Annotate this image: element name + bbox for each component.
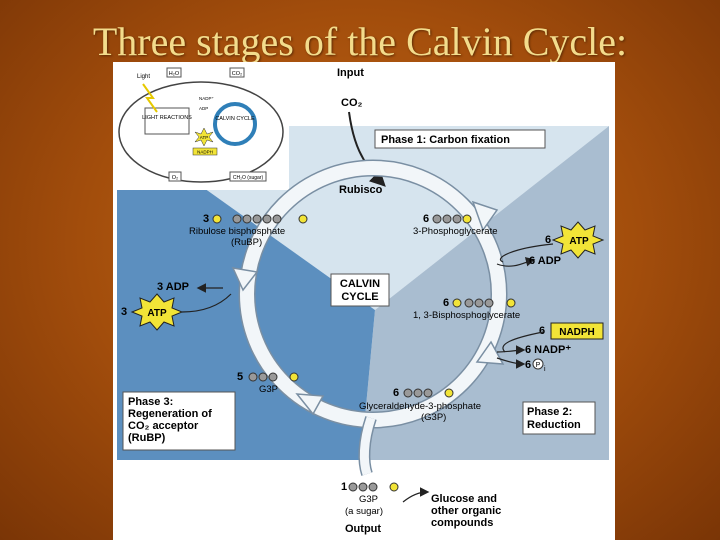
inset-atp: ATP <box>200 135 208 140</box>
phase2-label2: Reduction <box>527 419 581 431</box>
g3p6-abbr: (G3P) <box>421 412 446 423</box>
inset-light: Light <box>137 74 150 80</box>
rubp-molecule <box>212 214 308 224</box>
inset-nadph: NADPH <box>197 150 213 155</box>
diagram-panel: LIGHT REACTIONS CALVIN CYCLE Light H₂O C… <box>113 62 615 540</box>
inset-light-reactions: LIGHT REACTIONS <box>142 115 192 121</box>
phase3-label-box <box>122 391 236 451</box>
inset-sugar-box <box>229 171 267 182</box>
phase3-atp-star <box>130 293 184 331</box>
calvin-cycle-diagram: LIGHT REACTIONS CALVIN CYCLE Light H₂O C… <box>115 66 609 535</box>
co2-input-arrow <box>348 111 386 187</box>
nadph-count: 6 <box>539 325 545 337</box>
bpg-count: 6 <box>443 297 449 309</box>
cycle-arrowhead <box>471 200 499 232</box>
phase3-atp-count: 3 <box>121 306 127 318</box>
rubp-count: 3 <box>203 213 209 225</box>
nadp-out: 6 NADP⁺ <box>525 344 571 356</box>
inset-o2: O₂ <box>172 175 178 181</box>
phase1-adp-arrow <box>496 257 536 267</box>
pga-count: 6 <box>423 213 429 225</box>
inset-nadp: NADP⁺ <box>199 96 215 101</box>
phase1-adp: 6 ADP <box>529 255 561 267</box>
input-label: Input <box>337 67 364 79</box>
rubp-abbr: (RuBP) <box>231 237 262 248</box>
phase1-atp-star <box>551 221 605 259</box>
inset-sugar: CH₂O (sugar) <box>233 175 264 181</box>
nadph-box <box>550 322 604 340</box>
phase2-label-box <box>522 401 596 435</box>
center-label-box <box>330 273 390 307</box>
phase2-label1: Phase 2: <box>527 406 572 418</box>
center-label-line2: CYCLE <box>341 291 378 303</box>
inset-o2-box <box>168 171 182 182</box>
phase1-label: Phase 1: Carbon fixation <box>381 134 510 146</box>
glucose-line1: Glucose and <box>431 493 497 505</box>
pga-name: 3-Phosphoglycerate <box>413 226 498 237</box>
glucose-arrow <box>402 487 430 503</box>
inset-h2o-box <box>166 67 182 78</box>
inset-atp-star <box>194 127 214 147</box>
phase1-label-box <box>374 129 546 149</box>
inset-co2-box <box>229 67 245 78</box>
inset-chloroplast: LIGHT REACTIONS CALVIN CYCLE Light H₂O C… <box>115 66 289 190</box>
input-co2: CO₂ <box>341 97 363 109</box>
phase3-label3: CO₂ acceptor <box>128 420 199 432</box>
g3p5-molecule <box>248 372 299 382</box>
slide-title: Three stages of the Calvin Cycle: <box>92 19 628 64</box>
cycle-arrowhead <box>475 340 505 365</box>
light-reactions-box <box>144 107 190 135</box>
bpg-molecule <box>452 298 516 308</box>
g3p5-count: 5 <box>237 371 243 383</box>
output-arrow <box>359 416 376 476</box>
phase1-atp: ATP <box>569 236 589 247</box>
pi-count: 6 <box>525 359 531 371</box>
rubp-name: Ribulose bisphosphate <box>189 226 285 237</box>
nadph-label: NADPH <box>559 327 595 338</box>
output-count: 1 <box>341 481 347 493</box>
inset-adp: ADP <box>199 106 208 111</box>
bpg-name: 1, 3-Bisphosphoglycerate <box>413 310 520 321</box>
inset-co2: CO₂ <box>232 71 242 77</box>
pi-circle <box>532 358 544 370</box>
output-g3p-molecule <box>348 482 399 492</box>
phase3-label2: Regeneration of <box>128 408 212 420</box>
phase2-region <box>361 126 609 460</box>
pga-molecule <box>432 214 472 224</box>
glucose-line2: other organic <box>431 505 501 517</box>
phase3-adp: 3 ADP <box>157 281 189 293</box>
output-label: Output <box>345 523 381 535</box>
lightning-icon <box>142 83 158 113</box>
inset-nadph-box <box>192 147 218 156</box>
glucose-line3: compounds <box>431 517 493 529</box>
g3p6-name: Glyceraldehyde-3-phosphate <box>359 401 481 412</box>
pi-subscript: i <box>544 366 546 373</box>
phase3-label1: Phase 3: <box>128 396 173 408</box>
inset-calvin-label: CALVIN CYCLE <box>215 116 255 122</box>
cycle-arrowhead <box>295 393 325 416</box>
nadph-arrow <box>502 331 544 353</box>
phase3-atp-arrow <box>181 293 232 313</box>
cycle-arrowhead <box>231 267 259 292</box>
output-g3p: G3P <box>359 494 378 505</box>
output-sugar: (a sugar) <box>345 506 383 517</box>
cycle-arrowheads <box>231 200 505 416</box>
inset-calvin-ring <box>213 102 257 146</box>
pi-out-arrow <box>496 357 526 369</box>
phase3-atp: ATP <box>147 308 167 319</box>
inset-h2o: H₂O <box>169 71 180 77</box>
phase1-atp-count: 6 <box>545 234 551 246</box>
pi-symbol: P <box>536 362 541 369</box>
center-label-line1: CALVIN <box>340 278 380 290</box>
nadp-out-arrow <box>496 345 526 355</box>
rubisco-label: Rubisco <box>339 184 383 196</box>
g3p6-count: 6 <box>393 387 399 399</box>
phase3-label4: (RuBP) <box>128 432 166 444</box>
g3p5-label: G3P <box>259 384 278 395</box>
phase1-atp-arrow <box>500 243 554 263</box>
g3p6-molecule <box>403 388 454 398</box>
